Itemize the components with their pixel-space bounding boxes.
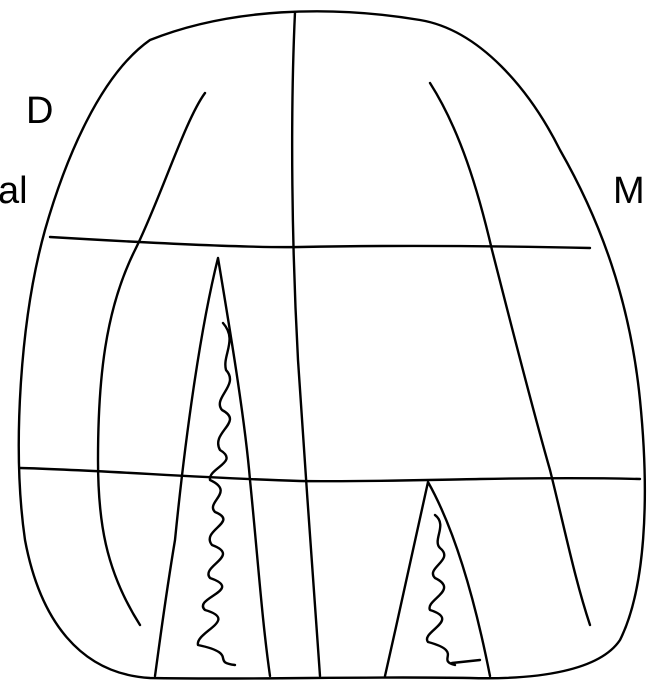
label-m: M xyxy=(613,172,645,210)
horizontal-divider-upper xyxy=(50,237,590,248)
left-inner-curve xyxy=(98,93,205,625)
label-d: D xyxy=(26,92,53,130)
label-al: al xyxy=(0,172,28,210)
tooth-outline xyxy=(19,11,645,678)
right-groove-wave xyxy=(427,515,455,665)
horizontal-divider-lower xyxy=(20,468,640,481)
vertical-center-line xyxy=(292,12,320,676)
right-groove-dash xyxy=(452,660,480,663)
left-groove-wave xyxy=(198,323,235,665)
